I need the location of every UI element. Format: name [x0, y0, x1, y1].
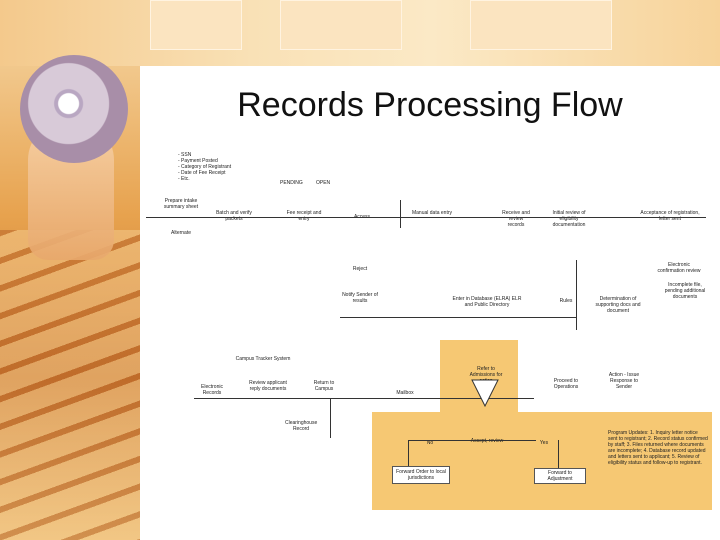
diagram-node: Electronic confirmation review	[657, 262, 701, 274]
diagram-box: Forward to Adjustment	[534, 468, 586, 484]
diagram-node: Action - Issue Response to Sender	[608, 372, 640, 390]
diagram-node: Return to Campus	[313, 380, 335, 392]
diagram-node: Incomplete file, pending additional docu…	[664, 282, 706, 300]
decorative-tile	[280, 0, 402, 50]
flow-line	[194, 398, 534, 399]
legend-item: - Etc.	[178, 176, 190, 182]
diagram-box: Forward Order to local jurisdictions	[392, 466, 450, 484]
open-label: OPEN	[316, 180, 331, 186]
diagram-node: No	[426, 440, 434, 446]
diagram-node: Proceed to Operations	[553, 378, 579, 390]
legend-item: - Payment Posted	[178, 158, 218, 164]
diagram-node: Initial review of eligibility documentat…	[552, 210, 586, 228]
legend-item: - SSN	[178, 152, 192, 158]
diagram-node: Electronic Records	[201, 384, 223, 396]
flow-line	[330, 398, 331, 438]
keyboard-image	[0, 230, 140, 540]
cd-disc-image	[20, 55, 128, 163]
legend-item: - Category of Registrant	[178, 164, 232, 170]
flow-line	[558, 440, 559, 468]
diagram-node: Alternate	[170, 230, 191, 236]
diagram-node: Determination of supporting docs and doc…	[595, 296, 641, 314]
diagram-node: Rules	[559, 298, 573, 304]
slide-title: Records Processing Flow	[237, 86, 623, 124]
diagram-node: Prepare intake summary sheet	[163, 198, 199, 210]
diagram-node: Accept, review	[470, 438, 504, 444]
diagram-note: Program Updates: 1. Inquiry letter notic…	[608, 430, 708, 466]
diagram-node: Enter in Database (ELRA) ELR and Public …	[452, 296, 522, 308]
decorative-tile	[470, 0, 612, 50]
flow-line	[408, 440, 536, 441]
decision-triangle	[471, 379, 499, 408]
flow-line	[146, 217, 706, 218]
legend-item: - Date of Fee Receipt	[178, 170, 226, 176]
highlight-region	[372, 412, 712, 510]
highlight-region	[440, 340, 518, 412]
diagram-node: Fee receipt and entry	[286, 210, 322, 222]
diagram-node: Mailbox	[396, 390, 414, 396]
diagram-node: Yes	[539, 440, 549, 446]
diagram-node: Batch and verify packets	[216, 210, 252, 222]
diagram-node: Notify Sender of results	[342, 292, 378, 304]
diagram-node: Campus Tracker System	[235, 356, 291, 362]
diagram-node: Receive and review records	[502, 210, 530, 228]
diagram-node: Manual data entry	[411, 210, 453, 216]
diagram-node: Review applicant reply documents	[249, 380, 287, 392]
diagram-node: Clearinghouse Record	[285, 420, 318, 432]
diagram-node: Acceptance of registration, letter sent	[640, 210, 700, 222]
flow-line	[576, 260, 577, 330]
decorative-tile	[150, 0, 242, 50]
diagram-node: Reject	[352, 266, 368, 272]
pending-label: PENDING	[280, 180, 303, 186]
flow-line	[340, 317, 576, 318]
flow-line	[400, 200, 401, 228]
flow-line	[408, 440, 409, 466]
